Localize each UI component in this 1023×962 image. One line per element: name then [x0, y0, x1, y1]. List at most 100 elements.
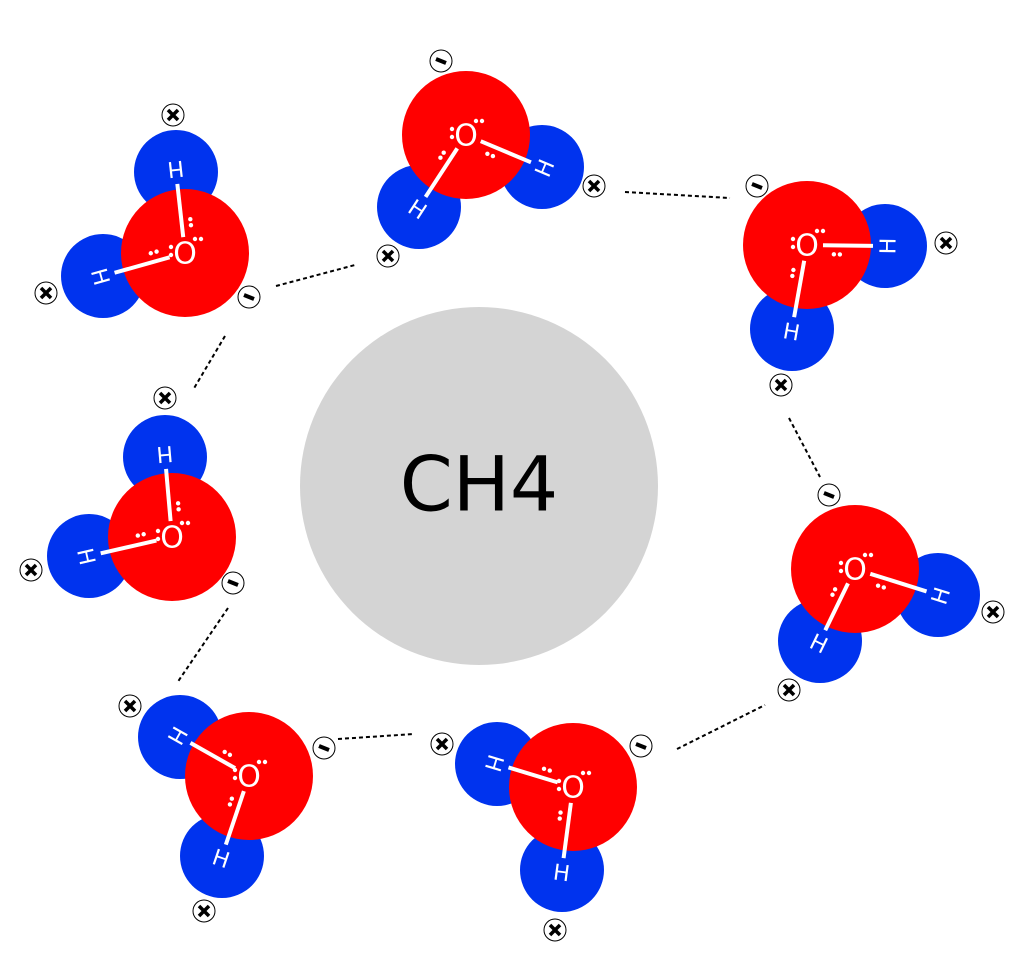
electron-dot — [832, 587, 838, 592]
hydrogen-label: H — [552, 860, 572, 887]
electron-dot — [227, 802, 233, 807]
electron-dot — [831, 252, 837, 257]
negative-charge-icon: − — [237, 285, 261, 309]
positive-charge-icon: + — [777, 678, 801, 702]
oxygen-atom — [791, 505, 919, 633]
charge-stroke — [197, 904, 211, 918]
charge-stroke — [243, 293, 255, 301]
oxygen-label: O — [160, 521, 184, 556]
lone-pair-dot — [820, 228, 826, 234]
electron-dot — [141, 532, 146, 537]
hydrogen-label: H — [927, 585, 956, 608]
positive-charge-icon: + — [430, 732, 454, 756]
negative-charge-icon: − — [312, 736, 336, 760]
oxygen-label: O — [237, 760, 261, 795]
hydrogen-label: H — [876, 238, 901, 255]
charge-stroke — [318, 744, 330, 752]
positive-charge-icon: + — [19, 558, 43, 582]
lone-pair-dot — [179, 520, 185, 526]
oxygen-atom — [185, 712, 313, 840]
electron-dot — [175, 501, 181, 506]
negative-charge-icon: − — [629, 734, 653, 758]
hydrogen-bond-line — [192, 335, 226, 391]
lone-pair-dot — [586, 770, 592, 776]
electron-dot — [875, 583, 881, 588]
oxygen-label: O — [795, 229, 819, 264]
positive-charge-icon: + — [161, 103, 185, 127]
lone-pair-dot — [814, 228, 820, 234]
electron-dot — [188, 222, 194, 228]
lone-pair-dot — [838, 560, 844, 566]
covalent-bond — [175, 183, 186, 238]
covalent-bond — [792, 260, 807, 318]
charge-stroke — [751, 182, 763, 190]
electron-dot — [154, 249, 159, 254]
electron-dot — [441, 150, 446, 155]
electron-dot — [229, 796, 235, 801]
electron-dot — [881, 585, 887, 590]
lone-pair-dot — [168, 244, 174, 250]
electron-dot — [148, 251, 153, 256]
negative-charge-icon: − — [745, 174, 769, 198]
oxygen-label: O — [843, 553, 867, 588]
lone-pair-dot — [580, 770, 586, 776]
water-molecule-5: HHO++− — [777, 483, 1005, 702]
oxygen-label: O — [561, 771, 585, 806]
hydrogen-label: H — [155, 440, 174, 466]
charge-stroke — [939, 236, 953, 250]
electron-dot — [547, 768, 552, 773]
electron-dot — [557, 816, 562, 821]
positive-charge-icon: + — [769, 373, 793, 397]
electron-dot — [490, 153, 496, 159]
positive-charge-icon: + — [34, 281, 58, 305]
electron-dot — [830, 592, 835, 597]
charge-stroke — [782, 683, 796, 697]
positive-charge-icon: + — [153, 386, 177, 410]
covalent-bond — [164, 468, 173, 522]
charge-stroke — [227, 579, 239, 587]
covalent-bond — [423, 147, 459, 199]
charge-stroke — [986, 605, 1000, 619]
water-molecule-1: HHO++− — [34, 103, 261, 318]
electron-dot — [558, 810, 563, 815]
positive-charge-icon: + — [118, 694, 142, 718]
oxygen-label: O — [454, 119, 478, 154]
lone-pair-dot — [868, 552, 874, 558]
lone-pair-dot — [168, 252, 174, 258]
covalent-bond — [823, 582, 850, 632]
charge-stroke — [548, 923, 562, 937]
water-molecule-2: HHO++− — [376, 49, 606, 268]
hydrogen-bond-line — [788, 417, 821, 478]
covalent-bond — [189, 741, 237, 770]
electron-dot — [790, 273, 795, 279]
hydrogen-label: H — [479, 751, 508, 774]
lone-pair-dot — [449, 126, 455, 132]
lone-pair-dot — [838, 568, 844, 574]
water-molecule-6: HHO++− — [118, 694, 336, 923]
lone-pair-dot — [556, 778, 562, 784]
positive-charge-icon: + — [981, 600, 1005, 624]
charge-stroke — [158, 391, 172, 405]
negative-charge-icon: − — [221, 571, 245, 595]
electron-dot — [188, 217, 193, 222]
oxygen-label: O — [173, 237, 197, 272]
charge-stroke — [381, 249, 395, 263]
electron-dot — [227, 752, 233, 758]
negative-charge-icon: − — [429, 49, 453, 73]
hydrogen-label: H — [781, 319, 802, 347]
electron-dot — [541, 766, 547, 772]
charge-stroke — [635, 742, 647, 750]
positive-charge-icon: + — [192, 899, 216, 923]
charge-stroke — [24, 563, 38, 577]
covalent-bond — [561, 802, 573, 859]
hydrogen-bond-line — [337, 733, 415, 740]
electron-dot — [485, 151, 490, 156]
lone-pair-dot — [155, 528, 161, 534]
electron-dot — [837, 252, 843, 257]
electron-dot — [222, 749, 227, 755]
charge-stroke — [166, 108, 180, 122]
charge-stroke — [774, 378, 788, 392]
oxygen-atom — [121, 189, 249, 317]
